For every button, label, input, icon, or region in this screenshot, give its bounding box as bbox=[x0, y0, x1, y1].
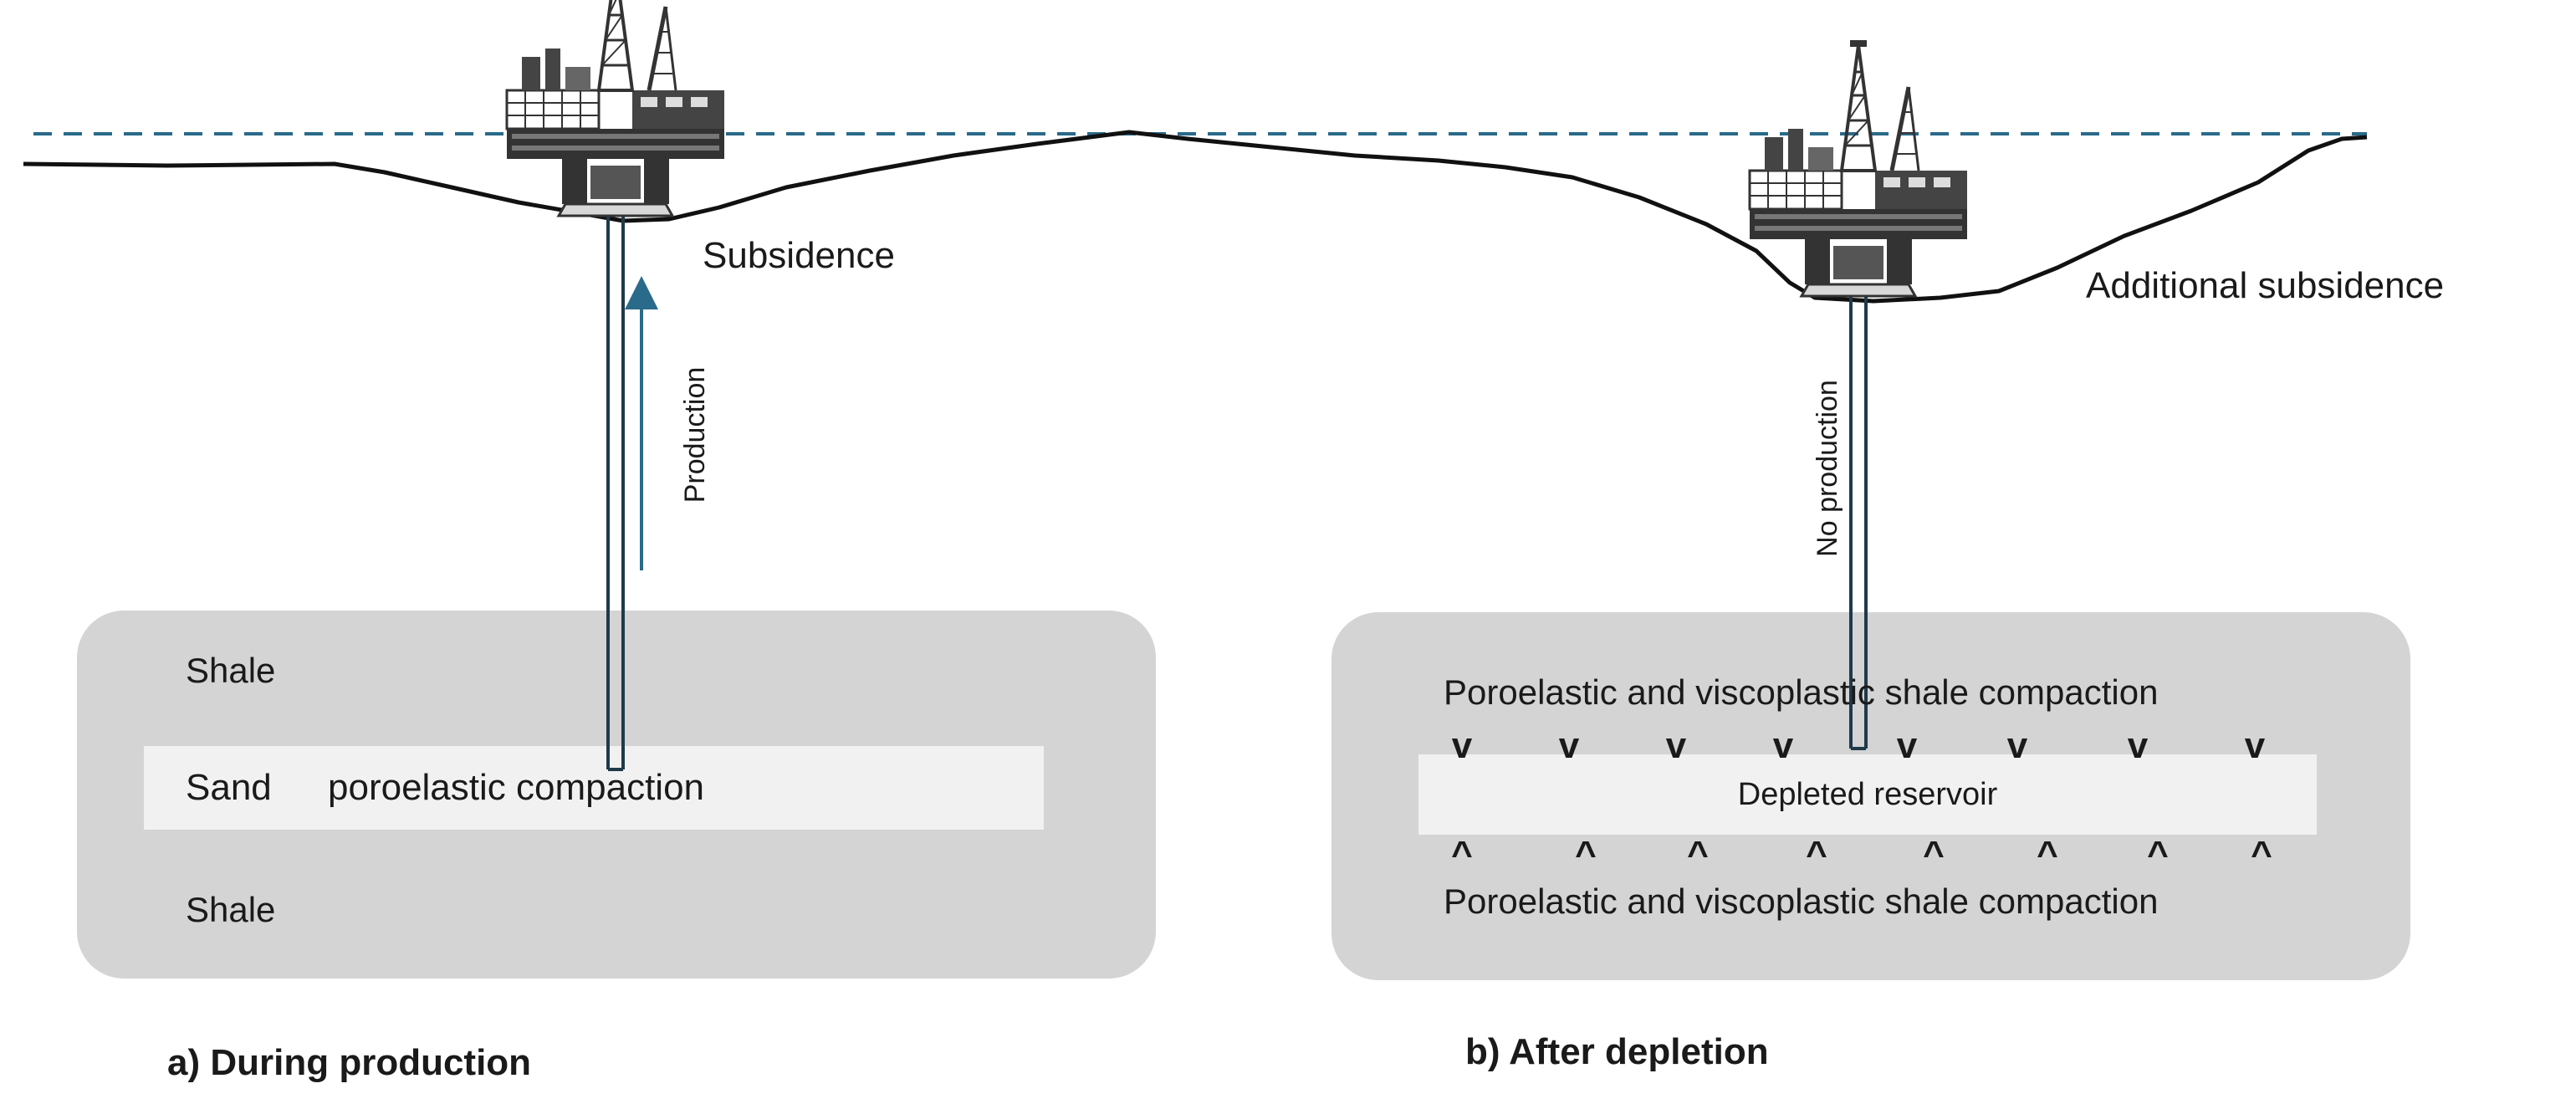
shale-bottom-label-b: Poroelastic and viscoplastic shale compa… bbox=[1444, 882, 2158, 921]
panel-b: No production Additional subsidence Poro… bbox=[1331, 40, 2444, 1072]
compaction-markers-down: v v v v v v v v bbox=[1452, 725, 2266, 766]
up-marker: ^ bbox=[1451, 834, 1473, 875]
down-marker: v bbox=[1773, 725, 1794, 766]
up-marker: ^ bbox=[2251, 834, 2272, 875]
up-marker: ^ bbox=[1687, 834, 1709, 875]
down-marker: v bbox=[2245, 725, 2266, 766]
up-marker: ^ bbox=[1806, 834, 1827, 875]
down-marker: v bbox=[2007, 725, 2028, 766]
production-label: Production bbox=[679, 367, 711, 503]
down-marker: v bbox=[1666, 725, 1687, 766]
sand-label-a: Sand bbox=[186, 767, 272, 808]
sand-compaction-label-a: poroelastic compaction bbox=[328, 767, 704, 808]
compaction-markers-up: ^ ^ ^ ^ ^ ^ ^ ^ bbox=[1451, 834, 2272, 875]
up-marker: ^ bbox=[2037, 834, 2058, 875]
reservoir-label-b: Depleted reservoir bbox=[1738, 777, 1998, 812]
subsidence-label: Subsidence bbox=[703, 235, 895, 276]
shale-top-label-a: Shale bbox=[186, 651, 275, 690]
up-marker: ^ bbox=[1575, 834, 1597, 875]
shale-bottom-label-a: Shale bbox=[186, 890, 275, 929]
up-marker: ^ bbox=[1923, 834, 1945, 875]
seafloor-profile bbox=[23, 130, 2368, 304]
sand-layer-a bbox=[144, 746, 1044, 830]
down-marker: v bbox=[1897, 725, 1918, 766]
platform-a-icon bbox=[507, 0, 724, 216]
wellbore-a bbox=[606, 216, 625, 771]
reservoir-layer-b bbox=[1418, 754, 2317, 835]
wellbore-b bbox=[1849, 296, 1868, 750]
panel-a: Production Subsidence Shale Sand poroela… bbox=[77, 0, 1156, 1083]
shale-top-label-b: Poroelastic and viscoplastic shale compa… bbox=[1444, 672, 2158, 712]
additional-subsidence-label: Additional subsidence bbox=[2086, 265, 2444, 306]
caption-a: a) During production bbox=[167, 1042, 531, 1083]
caption-b: b) After depletion bbox=[1465, 1031, 1769, 1072]
down-marker: v bbox=[1452, 725, 1473, 766]
no-production-label: No production bbox=[1812, 380, 1843, 557]
down-marker: v bbox=[1559, 725, 1580, 766]
platform-b-icon bbox=[1750, 40, 1967, 296]
down-marker: v bbox=[2128, 725, 2149, 766]
up-marker: ^ bbox=[2147, 834, 2169, 875]
